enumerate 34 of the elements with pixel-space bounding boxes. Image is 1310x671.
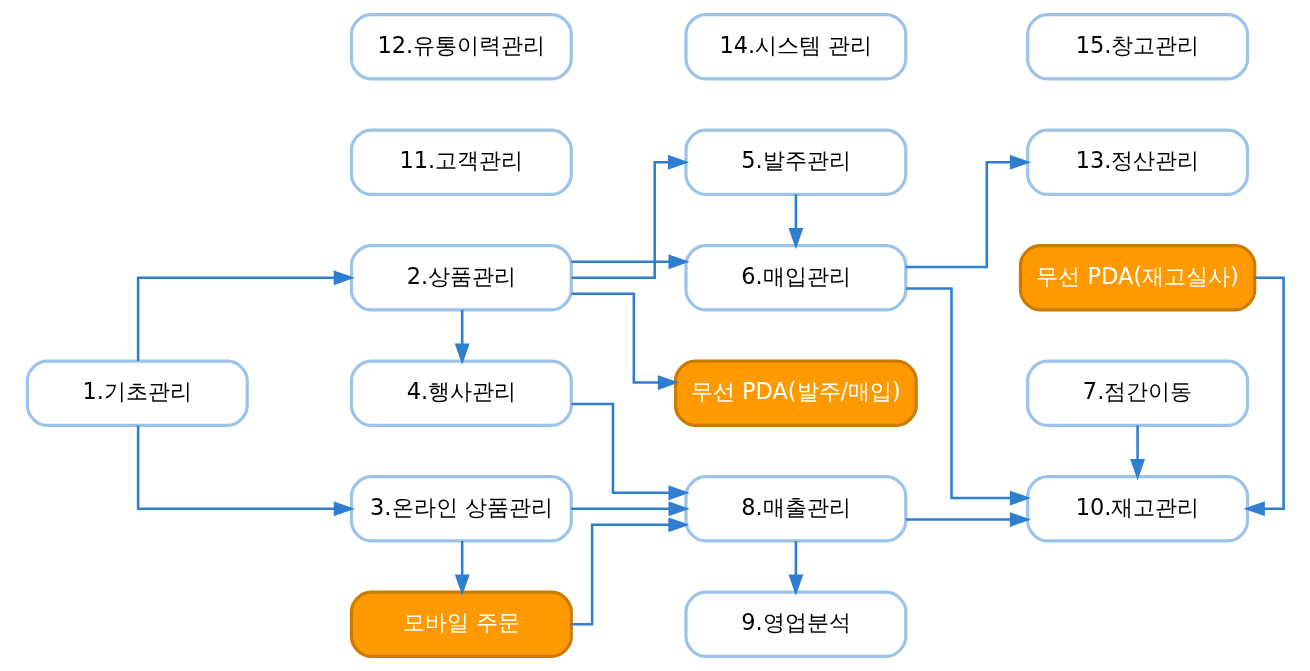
arrow [571,154,689,280]
arrow [570,501,690,517]
node-box: 5.발주관리 [683,128,907,196]
node-box: 6.매입관리 [683,244,907,312]
arrow [905,512,1031,527]
node-box: 무선 PDA(재고실사) [1018,244,1256,312]
node-box: 9.영업분석 [683,590,907,658]
arrow [1243,276,1285,517]
node-box: 14.시스템 관리 [683,13,907,81]
node-box: 13.정산관리 [1025,128,1249,196]
arrow [136,270,355,362]
arrow [454,540,470,596]
node-box: 11.고객관리 [349,128,573,196]
node-box: 1.기초관리 [25,359,249,427]
arrow [905,154,1031,269]
arrow [454,309,470,365]
node-box: 무선 PDA(발주/매입) [673,359,918,427]
node-box: 3.온라인 상품관리 [349,475,573,543]
node-box: 2.상품관리 [349,244,573,312]
arrow [787,194,803,250]
node-box: 12.유통이력관리 [349,13,573,81]
arrow [570,254,690,270]
node-box: 4.행사관리 [349,359,573,427]
node-box: 15.창고관리 [1025,13,1249,81]
arrow [571,292,679,390]
node-box: 모바일 주문 [349,590,573,658]
arrow [787,540,803,596]
arrow [905,287,1031,506]
arrow [571,402,690,501]
arrow [136,425,355,517]
arrow [1129,425,1145,481]
node-box: 10.재고관리 [1025,475,1249,543]
node-box: 8.매출관리 [683,475,907,543]
node-box: 7.점간이동 [1025,359,1249,427]
